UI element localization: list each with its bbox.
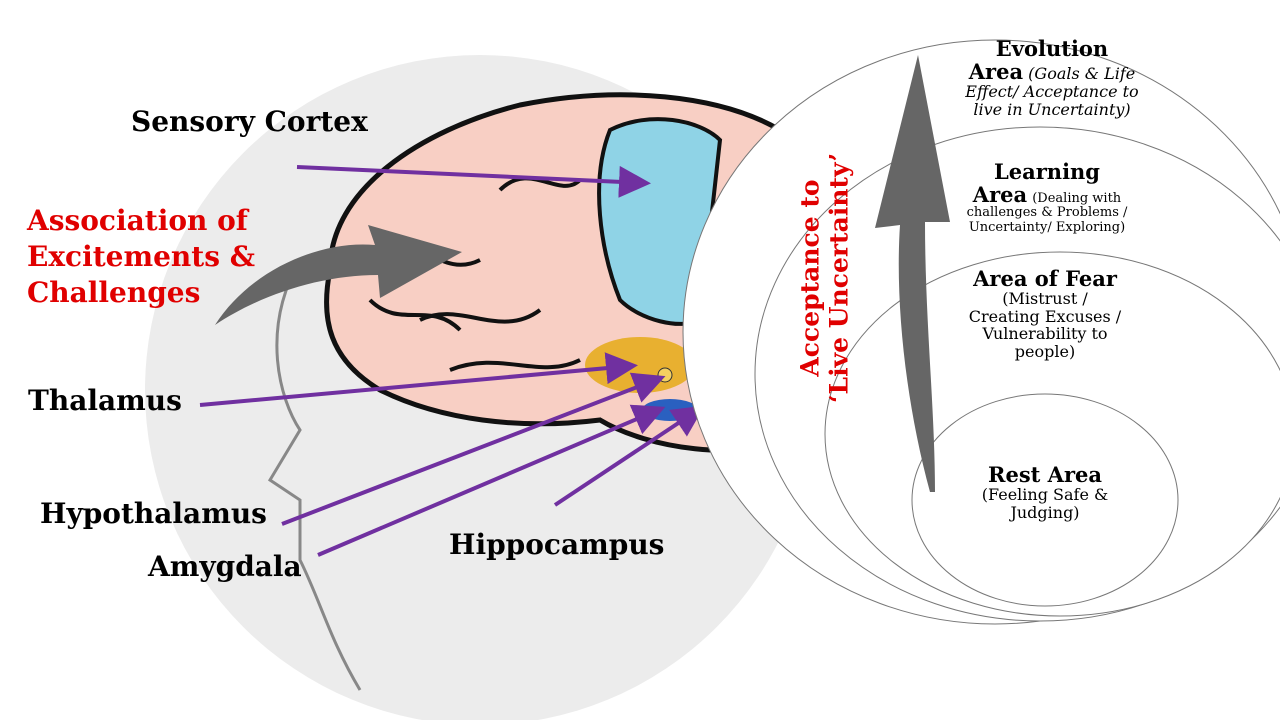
sensory-cortex-arrow (296, 165, 651, 198)
rest-desc: (Feeling Safe & (981, 485, 1109, 505)
fear-desc-2: Creating Excuses / (968, 306, 1122, 326)
association-line-2: Excitements & (27, 240, 255, 273)
rest-zone-ellipse (911, 393, 1179, 607)
fear-title: Area of Fear (973, 266, 1117, 291)
learning-title-2: Area (972, 182, 1028, 208)
fear-zone-text: Area of Fear (Mistrust / Creating Excuse… (940, 267, 1150, 360)
vertical-title: Acceptance to ‘Live Uncertainty’ (795, 152, 854, 404)
evolution-desc-3: live in Uncertainty) (973, 99, 1131, 119)
label-hypothalamus: Hypothalamus (40, 497, 267, 530)
face-profile (267, 259, 362, 691)
amygdala-arrow (317, 404, 666, 557)
learning-title: Learning (994, 159, 1100, 184)
rest-desc-2: Judging) (1010, 502, 1080, 522)
hypothalamus-region (657, 367, 673, 383)
evolution-zone-text: Evolution Area (Goals & Life Effect/ Acc… (952, 37, 1152, 118)
label-hippocampus: Hippocampus (449, 528, 665, 561)
evolution-desc: (Goals & Life (1028, 64, 1136, 84)
evolution-title: Evolution (995, 36, 1109, 61)
fear-desc-4: people) (1014, 341, 1076, 361)
association-arrow (215, 225, 462, 325)
growth-arrow (875, 55, 950, 492)
association-line-3: Challenges (27, 276, 201, 309)
evolution-desc-2: Effect/ Acceptance to (965, 82, 1139, 102)
thalamus-arrow (199, 352, 638, 407)
label-thalamus: Thalamus (28, 384, 182, 417)
hypothalamus-arrow (281, 372, 666, 526)
fear-desc-3: Vulnerability to (982, 324, 1108, 344)
vertical-title-line-2: ‘Live Uncertainty’ (824, 152, 853, 404)
learning-desc-3: Uncertainty/ Exploring) (968, 219, 1126, 235)
rest-zone-text: Rest Area (Feeling Safe & Judging) (945, 463, 1145, 521)
learning-desc-2: challenges & Problems / (966, 205, 1128, 221)
rest-title: Rest Area (988, 462, 1102, 487)
label-amygdala: Amygdala (148, 550, 302, 583)
learning-zone-text: Learning Area (Dealing with challenges &… (942, 160, 1152, 235)
evolution-title-2: Area (968, 59, 1024, 85)
learning-desc: (Dealing with (1032, 191, 1122, 207)
vertical-title-line-1: Acceptance to (795, 179, 825, 377)
association-line-1: Association of (27, 204, 248, 237)
fear-desc: (Mistrust / (1002, 289, 1088, 309)
hippocampus-arrow (553, 405, 705, 507)
label-sensory-cortex: Sensory Cortex (131, 105, 368, 138)
label-association: Association of Excitements & Challenges (27, 203, 255, 311)
